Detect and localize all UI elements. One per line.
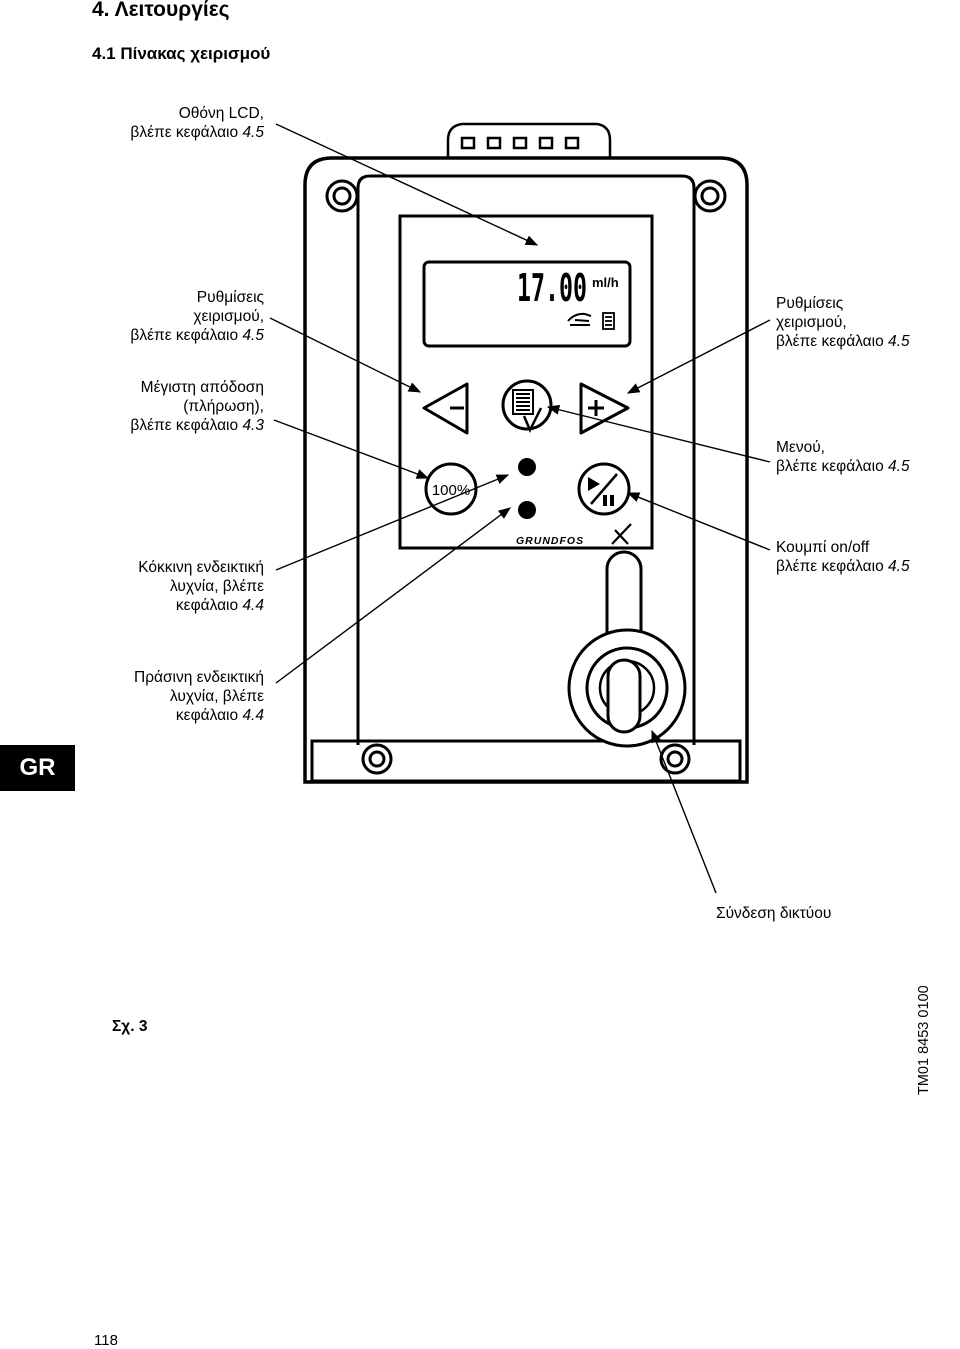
- red-led: [518, 458, 536, 476]
- leader-lines: [269, 123, 771, 894]
- max-output-label: 100%: [432, 482, 470, 499]
- brand-logo: GRUNDFOS: [516, 535, 584, 547]
- screw-bottom-right: [659, 743, 691, 775]
- callout-max-output: Μέγιστη απόδοση (πλήρωση), βλέπε κεφάλαι…: [130, 379, 264, 434]
- subsection-title: 4.1 Πίνακας χειρισμού: [92, 44, 271, 63]
- onoff-button: [577, 462, 631, 516]
- callout-settings-left: Ρυθμίσεις χειρισμού, βλέπε κεφάλαιο 4.5: [130, 289, 264, 344]
- menu-button: [501, 379, 553, 433]
- page-number: 118: [94, 1332, 118, 1349]
- play-pause-icon: [588, 473, 618, 506]
- pump-housing: [303, 156, 749, 784]
- callout-menu: Μενού, βλέπε κεφάλαιο 4.5: [776, 439, 910, 475]
- callout-lcd: Οθόνη LCD, βλέπε κεφάλαιο 4.5: [130, 105, 264, 141]
- callout-settings-right: Ρυθμίσεις χειρισμού, βλέπε κεφάλαιο 4.5: [776, 295, 910, 350]
- section-title: 4. Λειτουργίες: [92, 0, 230, 21]
- mains-connection: [567, 550, 687, 748]
- minus-button: [422, 382, 469, 435]
- screw-top-left: [325, 179, 359, 213]
- menu-document-check-icon: [512, 389, 543, 433]
- lcd-unit: ml/h: [592, 275, 619, 290]
- green-led: [518, 501, 536, 519]
- lcd-readout: 17.00: [517, 266, 587, 310]
- hand-icon: [567, 312, 592, 326]
- language-tab: GR: [0, 745, 75, 791]
- callout-red-led: Κόκκινη ενδεικτική λυχνία, βλέπε κεφάλαι…: [138, 559, 264, 614]
- figure-caption: Σχ. 3: [112, 1018, 148, 1035]
- list-icon: [602, 312, 615, 330]
- drawing-code: TM01 8453 0100: [916, 985, 932, 1095]
- brand-mark-icon: [611, 523, 632, 545]
- plus-icon: [588, 400, 604, 416]
- top-connector: [446, 122, 612, 157]
- callout-green-led: Πράσινη ενδεικτική λυχνία, βλέπε κεφάλαι…: [134, 669, 264, 724]
- screw-top-right: [693, 179, 727, 213]
- callout-mains: Σύνδεση δικτύου: [716, 905, 832, 922]
- screw-bottom-left: [361, 743, 393, 775]
- callout-onoff: Κουμπί on/off βλέπε κεφάλαιο 4.5: [776, 539, 910, 575]
- max-output-button: 100%: [424, 462, 478, 516]
